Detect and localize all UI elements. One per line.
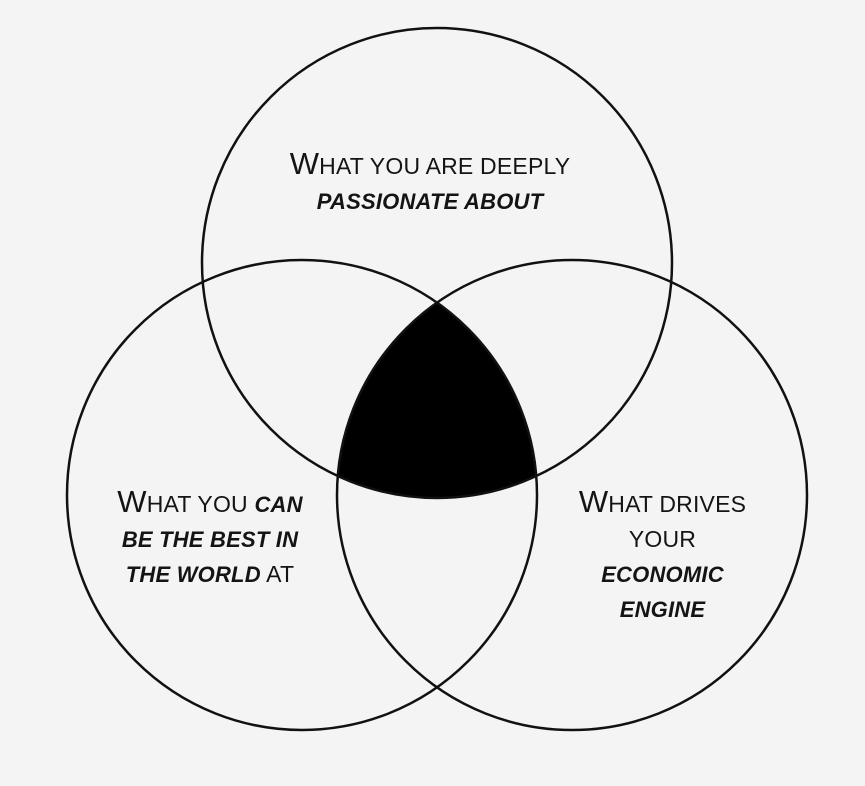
center-intersection [337, 260, 537, 498]
engine-label-line3: ECONOMIC [601, 562, 724, 587]
passion-label-line1: WHAT YOU ARE DEEPLY [289, 146, 571, 181]
engine-label-line2: YOUR [628, 526, 697, 552]
passion-label-line2: PASSIONATE ABOUT [316, 189, 544, 214]
best-label-line3: THE WORLD AT [125, 561, 295, 587]
circle-best-in-world [65, 258, 539, 732]
engine-label-line4: ENGINE [619, 597, 706, 622]
best-label-line1: WHAT YOU CAN [117, 484, 303, 519]
best-in-world-label: WHAT YOU CAN BE THE BEST IN THE WORLD AT [70, 484, 350, 592]
circle-economic-engine [335, 258, 809, 732]
passion-label: WHAT YOU ARE DEEPLY PASSIONATE ABOUT [240, 146, 620, 219]
circle-passion [200, 26, 674, 500]
economic-engine-label: WHAT DRIVES YOUR ECONOMIC ENGINE [545, 484, 780, 627]
engine-label-line1: WHAT DRIVES [578, 484, 747, 519]
best-label-line2: BE THE BEST IN [121, 527, 299, 552]
